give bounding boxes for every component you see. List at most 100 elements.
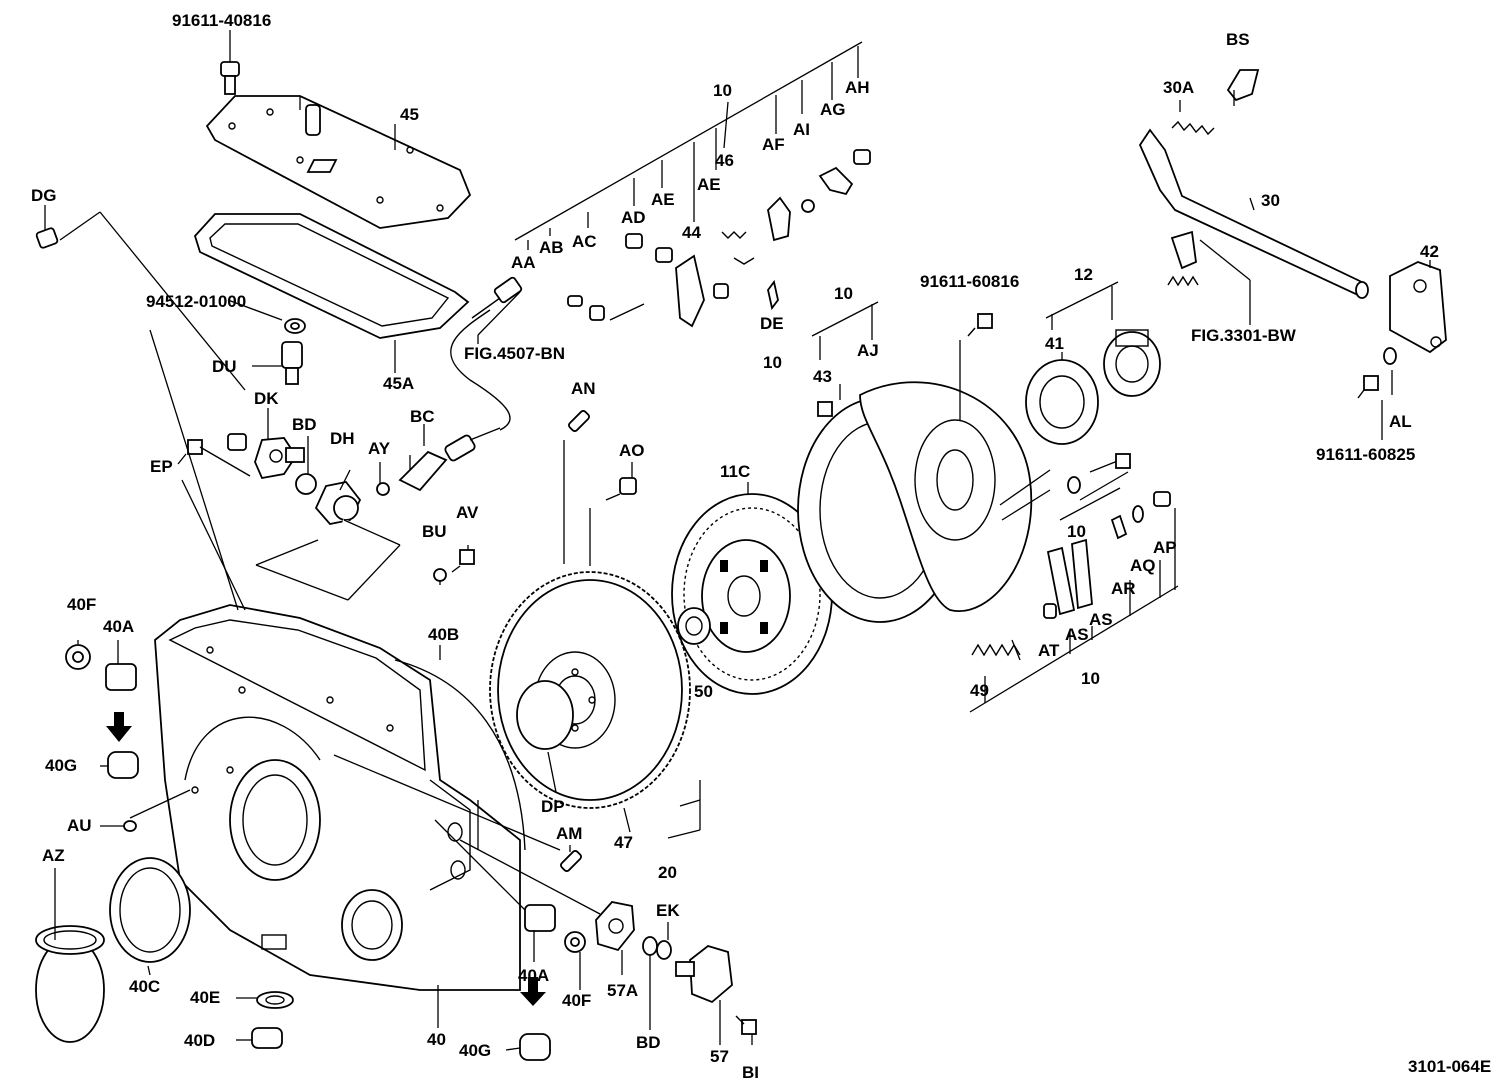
label-bd-bot: BD [636, 1033, 661, 1052]
label-20: 20 [658, 863, 677, 882]
label-bolt-60816: 91611-60816 [920, 272, 1019, 291]
label-bolt-60825: 91611-60825 [1316, 445, 1415, 464]
label-49: 49 [970, 681, 989, 700]
sleeve-az [35, 925, 105, 1043]
washer-10 [1067, 476, 1081, 494]
gasket-45a [193, 213, 470, 339]
label-10-top: 10 [713, 81, 732, 100]
label-44: 44 [682, 223, 701, 242]
lever-ar [1110, 514, 1128, 540]
label-46: 46 [715, 151, 734, 170]
label-ae1: AE [651, 190, 675, 209]
oring-au [123, 820, 137, 832]
flywheel-47 [489, 571, 691, 809]
bolt-ap [1153, 491, 1171, 507]
spring-49 [971, 643, 1021, 657]
label-40: 40 [427, 1030, 446, 1049]
oring-bd-top [295, 473, 317, 495]
down-arrow-icon [106, 712, 132, 742]
label-ab: AB [539, 238, 564, 257]
bolt-10 [1089, 453, 1131, 473]
label-10-de: 10 [763, 353, 782, 372]
label-bi: BI [742, 1063, 759, 1080]
label-41: 41 [1045, 334, 1064, 353]
strap-as2 [1071, 538, 1093, 610]
label-as2: AS [1089, 610, 1113, 629]
label-ae2: AE [697, 175, 721, 194]
label-bd-top: BD [292, 415, 317, 434]
linkage-parts [567, 149, 871, 328]
oring-ek [656, 940, 672, 960]
label-ek: EK [656, 901, 680, 920]
sensor-cable [450, 309, 511, 431]
bolt-ep [187, 439, 251, 477]
pin-am [560, 850, 582, 872]
bushing-40a-top [105, 663, 137, 691]
flange-dk [254, 437, 305, 480]
label-bolt-top: 91611-40816 [172, 11, 271, 30]
bearing-41 [1025, 359, 1099, 445]
label-40a-bot: 40A [518, 966, 549, 985]
down-arrow-icon [520, 977, 546, 1006]
label-dk: DK [254, 389, 279, 408]
label-40d: 40D [184, 1031, 215, 1050]
bearing-50 [677, 607, 711, 645]
bushing-40g-top [107, 751, 139, 779]
label-10-right: 10 [1067, 522, 1086, 541]
label-50: 50 [694, 682, 713, 701]
label-at: AT [1038, 641, 1060, 660]
connector-4507 [471, 276, 523, 319]
label-57a: 57A [607, 981, 638, 1000]
washer-al [1383, 347, 1397, 365]
label-40e: 40E [190, 988, 220, 1007]
gasket-40b [394, 659, 526, 851]
label-bc: BC [410, 407, 435, 426]
label-ag: AG [820, 100, 846, 119]
label-40f-top: 40F [67, 595, 96, 614]
top-cover-45 [205, 95, 472, 229]
label-af: AF [762, 135, 785, 154]
label-40b: 40B [428, 625, 459, 644]
label-47: 47 [614, 833, 633, 852]
label-dp: DP [541, 797, 565, 816]
label-ad: AD [621, 208, 646, 227]
clutch-disc-11c [671, 493, 833, 695]
label-dg: DG [31, 186, 57, 205]
oring-ay [376, 482, 390, 496]
drawing-code: 3101-064E [1408, 1057, 1491, 1076]
spring-30a [1171, 120, 1215, 136]
plug-40d [251, 1027, 283, 1049]
label-ap: AP [1153, 538, 1177, 557]
label-ep: EP [150, 457, 173, 476]
label-30a: 30A [1163, 78, 1194, 97]
bolt-bi [735, 1015, 757, 1035]
fitting-57 [675, 945, 733, 1004]
fork-42 [1389, 261, 1447, 354]
label-42: 42 [1420, 242, 1439, 261]
label-12: 12 [1074, 265, 1093, 284]
label-40f-bot: 40F [562, 991, 591, 1010]
label-ao: AO [619, 441, 645, 460]
label-bu: BU [422, 522, 447, 541]
bushing-40a-bot [524, 904, 556, 932]
label-30: 30 [1261, 191, 1280, 210]
label-fig3301: FIG.3301-BW [1191, 326, 1297, 345]
label-cover-45: 45 [400, 105, 419, 124]
label-ar: AR [1111, 579, 1136, 598]
label-du: DU [212, 357, 237, 376]
sensor-bc [398, 427, 501, 492]
label-ac: AC [572, 232, 597, 251]
label-au: AU [67, 816, 92, 835]
label-10-bot: 10 [1081, 669, 1100, 688]
label-aj: AJ [857, 341, 879, 360]
label-dh: DH [330, 429, 355, 448]
leader-lines [54, 41, 1431, 1051]
label-57: 57 [710, 1047, 729, 1066]
bearing-holder-12 [1103, 329, 1161, 397]
bolt-60825 [1357, 375, 1379, 399]
spring-fig3301 [1167, 230, 1199, 287]
label-11c: 11C [720, 462, 750, 481]
flywheel-housing-40 [154, 604, 521, 991]
label-40c: 40C [129, 977, 160, 996]
